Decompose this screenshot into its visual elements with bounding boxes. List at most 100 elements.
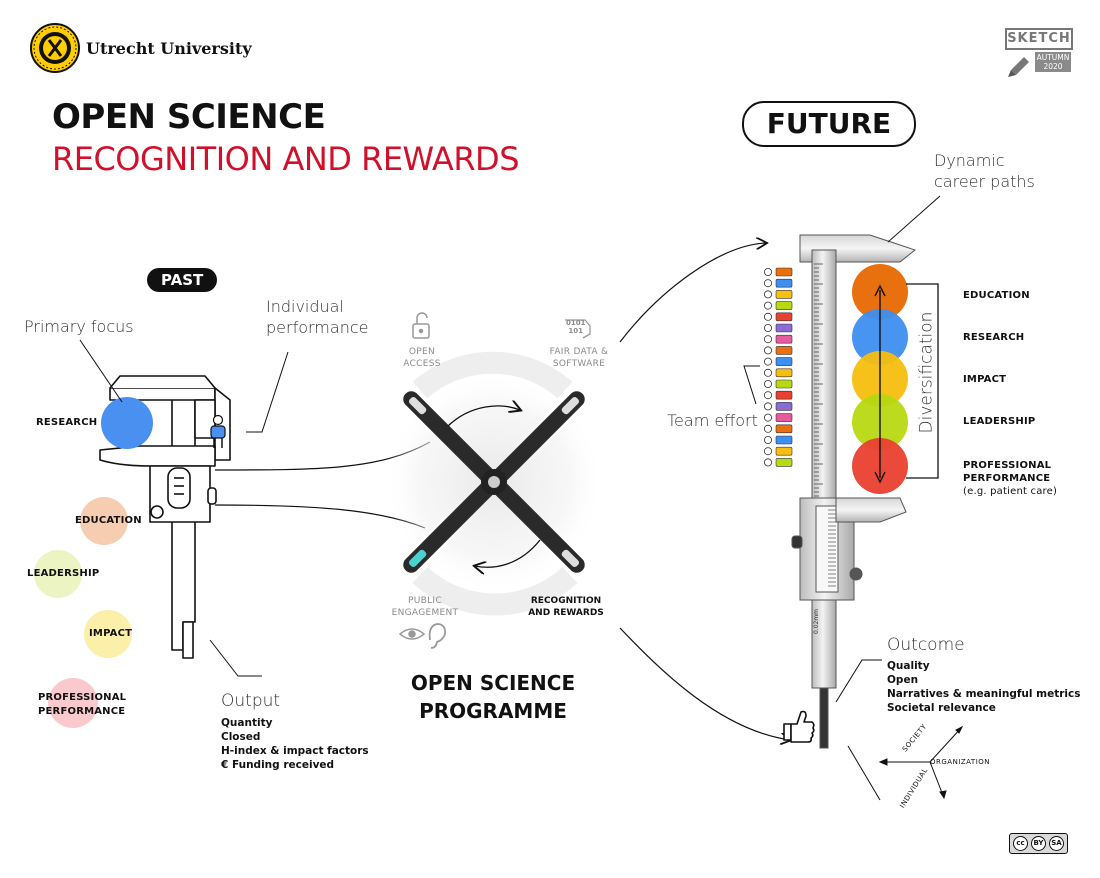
future-professional-note: (e.g. patient care)	[963, 486, 1058, 497]
team-member-head	[764, 290, 773, 299]
team-member-body	[775, 458, 793, 467]
past-education-label: EDUCATION	[75, 515, 142, 526]
team-member-body	[775, 390, 793, 400]
team-member-head	[764, 368, 773, 377]
outcome-item: Narratives & meaningful metrics	[887, 688, 1081, 700]
fair-data-binary: 0101 101	[566, 319, 585, 335]
team-member-head	[764, 402, 773, 411]
team-member-body	[775, 402, 793, 411]
future-professional-label: PROFESSIONAL PERFORMANCE (e.g. patient c…	[963, 459, 1057, 498]
fair-binary-line-1: 0101	[566, 319, 586, 327]
scope-axes	[878, 725, 964, 800]
fair-line-2: SOFTWARE	[552, 359, 606, 369]
future-impact-label: IMPACT	[963, 374, 1007, 385]
team-member-head	[764, 413, 773, 422]
outcome-item: Societal relevance	[887, 702, 996, 714]
output-item: H-index & impact factors	[221, 745, 369, 757]
by-icon: BY	[1031, 836, 1046, 851]
primary-focus-label: Primary focus	[24, 317, 134, 336]
team-member-head	[764, 346, 773, 355]
output-item: € Funding received	[221, 759, 335, 771]
past-research-label: RESEARCH	[36, 417, 98, 428]
team-member-body	[775, 435, 793, 445]
past-pointer-lines	[79, 339, 289, 677]
past-research-circle	[101, 397, 153, 449]
page-subtitle: RECOGNITION AND REWARDS	[52, 140, 520, 178]
past-professional-label: PROFESSIONAL PERFORMANCE	[38, 691, 126, 719]
fair-binary-line-2: 101	[568, 327, 584, 335]
outcome-item: Quality	[887, 660, 930, 672]
diversification-bracket	[906, 283, 939, 479]
university-logo	[30, 23, 80, 73]
team-member-body	[775, 413, 793, 422]
fair-line-1: FAIR DATA &	[549, 347, 609, 357]
future-label: FUTURE	[742, 101, 916, 147]
programme-title: OPEN SCIENCE PROGRAMME	[398, 669, 588, 725]
recognition-line-1: RECOGNITION	[530, 596, 602, 606]
individual-line-1: Individual	[266, 297, 344, 316]
team-member-body	[775, 267, 793, 277]
open-access-icon	[412, 312, 430, 339]
team-member-body	[775, 290, 793, 299]
open-access-line-2: ACCESS	[403, 359, 441, 369]
team-member-head	[764, 379, 773, 388]
team-member-head	[764, 267, 773, 276]
future-pointer-lines	[743, 195, 941, 801]
programme-title-line-2: PROGRAMME	[419, 699, 567, 723]
team-member-body	[775, 446, 793, 456]
sketch-badge: SKETCH	[1005, 28, 1073, 50]
team-member-head	[764, 335, 773, 344]
pencil-icon	[1008, 57, 1029, 77]
dynamic-line-2: career paths	[934, 172, 1035, 191]
future-research-label: RESEARCH	[963, 332, 1025, 343]
person-icon	[210, 414, 226, 448]
caliper-reading: 0.02mm	[813, 608, 821, 635]
past-caliper	[99, 375, 231, 659]
team-member-body	[775, 323, 793, 333]
past-impact-label: IMPACT	[89, 628, 133, 639]
individual-performance-label: Individual performance	[266, 296, 369, 338]
page-title: OPEN SCIENCE	[52, 97, 326, 137]
team-member-head	[764, 312, 773, 321]
range-arrow	[874, 284, 886, 484]
recognition-rewards-label: RECOGNITION AND REWARDS	[524, 595, 608, 619]
future-leadership-label: LEADERSHIP	[963, 416, 1036, 427]
output-item: Closed	[221, 731, 261, 743]
license-badge[interactable]: cc BY SA	[1009, 833, 1068, 854]
future-education-label: EDUCATION	[963, 290, 1030, 301]
recognition-line-2: AND REWARDS	[528, 608, 604, 618]
open-access-line-1: OPEN	[408, 347, 436, 357]
individual-line-2: performance	[266, 318, 369, 337]
propeller	[384, 351, 604, 616]
team-member-head	[764, 458, 773, 467]
team-member-head	[764, 424, 773, 433]
team-member-body	[775, 379, 793, 389]
thumbs-up-icon	[783, 710, 815, 743]
team-member-body	[775, 357, 793, 366]
past-leadership-circle	[34, 550, 82, 598]
future-caliper	[791, 234, 917, 749]
cc-icon: cc	[1013, 836, 1028, 851]
public-line-1: PUBLIC	[408, 596, 442, 606]
past-professional-line-2: PERFORMANCE	[38, 706, 126, 717]
team-member-head	[764, 391, 773, 400]
output-list: Quantity Closed H-index & impact factors…	[221, 716, 369, 772]
past-label: PAST	[147, 268, 217, 292]
ear-icon	[428, 623, 446, 649]
sketch-season: AUTUMN	[1036, 53, 1070, 62]
team-member-head	[764, 323, 773, 332]
public-line-2: ENGAGEMENT	[391, 608, 459, 618]
team-member-body	[775, 312, 793, 322]
outcome-list: Quality Open Narratives & meaningful met…	[887, 659, 1080, 715]
organization-label: ORGANIZATION	[930, 758, 991, 766]
team-figures	[764, 267, 793, 467]
team-member-body	[775, 301, 793, 310]
past-professional-circle	[48, 678, 98, 728]
team-member-head	[764, 447, 773, 456]
team-member-body	[775, 346, 793, 355]
output-item: Quantity	[221, 717, 273, 729]
sa-icon: SA	[1049, 836, 1064, 851]
future-professional-line-1: PROFESSIONAL	[963, 460, 1052, 471]
sketch-year: 2020	[1043, 62, 1063, 71]
